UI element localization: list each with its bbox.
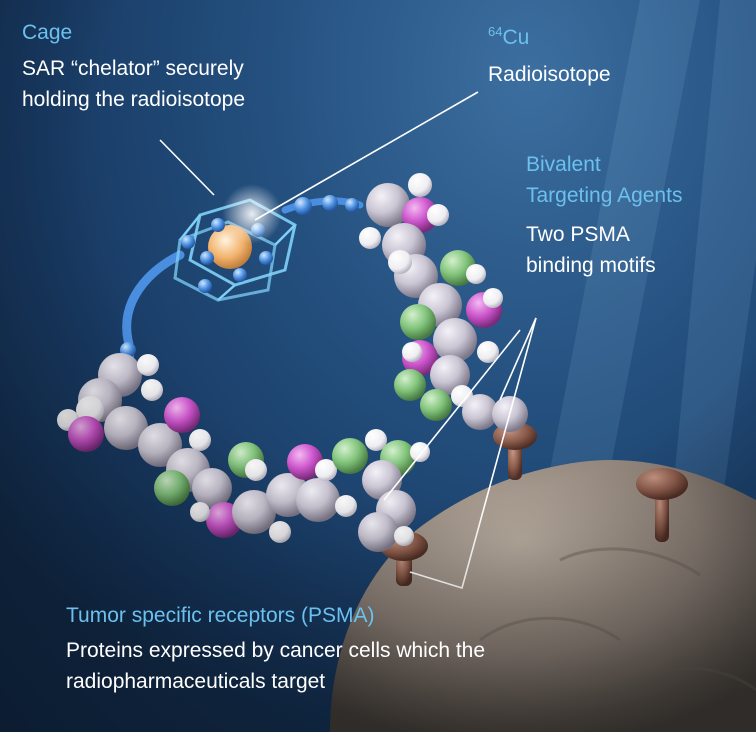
- cage-description-line2: holding the radioisotope: [22, 88, 246, 111]
- receptor-description-line2: radiopharmaceuticals target: [66, 670, 326, 693]
- isotope-mass-number: 64: [488, 24, 503, 39]
- targeting-description-line2: binding motifs: [526, 254, 656, 277]
- isotope-symbol: Cu: [502, 26, 530, 49]
- isotope-heading: 64Cu: [488, 25, 529, 50]
- receptor-description-line1: Proteins expressed by cancer cells which…: [66, 639, 486, 662]
- targeting-heading-line1: Bivalent: [526, 153, 601, 176]
- cage-heading: Cage: [22, 21, 73, 44]
- receptor-heading: Tumor specific receptors (PSMA): [66, 604, 375, 627]
- isotope-description: Radioisotope: [488, 63, 611, 86]
- targeting-description-line1: Two PSMA: [526, 223, 630, 246]
- cage-description-line1: SAR “chelator” securely: [22, 57, 244, 80]
- targeting-heading-line2: Targeting Agents: [526, 184, 683, 207]
